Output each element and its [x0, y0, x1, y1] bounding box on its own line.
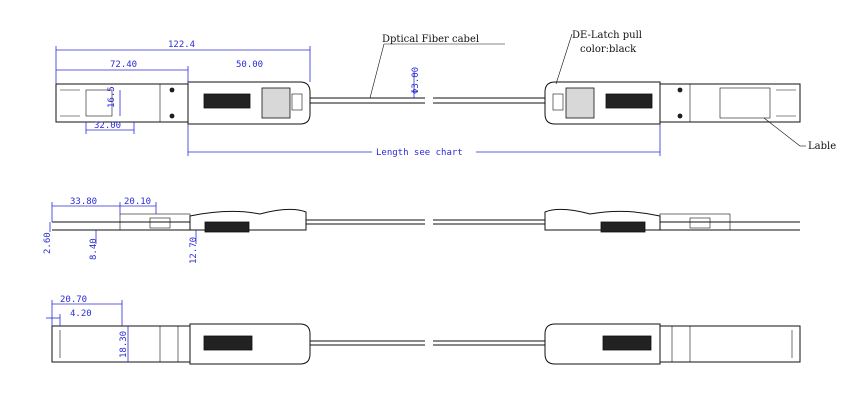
- dim-total-length: 122.4: [168, 40, 195, 50]
- right-bottom-housing: [659, 325, 801, 363]
- dim-side-d: 8.40: [89, 238, 99, 260]
- right-latch-grip: [605, 93, 653, 109]
- bottom-view: 20.70 4.20 18.30: [46, 295, 801, 365]
- dim-side-c: 2.60: [43, 232, 53, 254]
- dim-side-a: 33.80: [70, 197, 97, 207]
- dim-cable-diameter: Φ3.00: [411, 67, 421, 94]
- dim-tab-length: 50.00: [236, 60, 263, 70]
- dim-side-e: 12.70: [189, 237, 199, 264]
- side-view: 33.80 20.10 2.60 8.40 12.70: [43, 197, 800, 264]
- left-side-tab: [189, 208, 307, 231]
- dim-window-height: 16.5: [107, 86, 117, 108]
- left-logo-icon: [291, 93, 303, 111]
- right-screw-icon: [677, 87, 683, 93]
- latch-callout-line1: DE-Latch pull: [572, 30, 642, 41]
- dim-bottom-c: 18.30: [119, 331, 129, 358]
- left-bottom-tab: [189, 323, 311, 365]
- left-latch-grip: [203, 93, 251, 109]
- dim-bottom-a: 20.70: [60, 295, 87, 305]
- left-screw-icon: [169, 113, 175, 119]
- top-view: 122.4 72.40 50.00 16.5 32.00 Length see …: [55, 30, 836, 158]
- dim-housing-length: 72.40: [110, 60, 137, 70]
- right-label-window: [719, 87, 771, 119]
- right-screw-icon: [677, 113, 683, 119]
- label-callout: Lable: [808, 141, 836, 152]
- left-screw-icon: [169, 87, 175, 93]
- fiber-callout: Dptical Fiber cabel: [382, 34, 479, 45]
- latch-callout-line2: color:black: [580, 44, 637, 55]
- right-latch-body: [565, 87, 595, 119]
- right-bottom-tab: [544, 323, 661, 365]
- dim-bottom-b: 4.20: [70, 309, 92, 319]
- dim-window-width: 32.00: [94, 121, 121, 131]
- right-housing: [659, 83, 801, 123]
- right-pull-tab: [544, 81, 661, 125]
- right-logo-icon: [552, 93, 564, 111]
- left-label-window: [85, 89, 113, 117]
- dim-side-b: 20.10: [124, 197, 151, 207]
- length-note: Length see chart: [376, 148, 463, 158]
- left-pull-tab: [187, 81, 311, 125]
- left-latch-body: [261, 87, 291, 119]
